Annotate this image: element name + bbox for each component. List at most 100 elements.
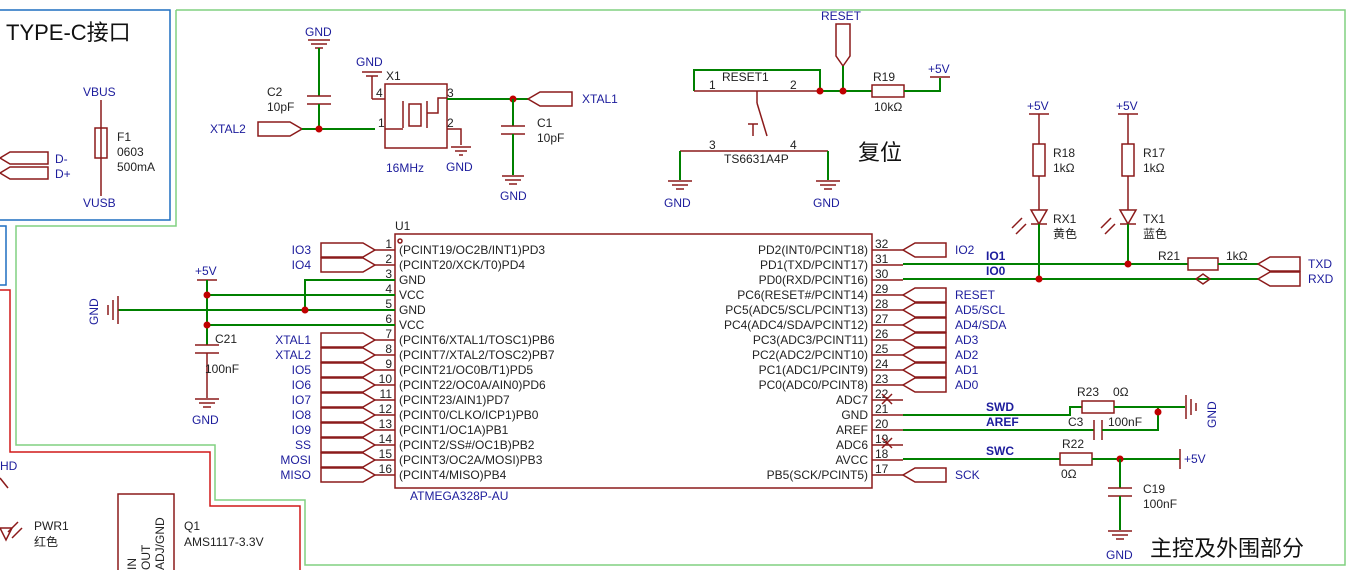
u1-left-net-port bbox=[320, 257, 377, 273]
reset-port-label: RESET bbox=[821, 9, 862, 23]
r19-body bbox=[871, 84, 905, 98]
dminus-port bbox=[0, 151, 49, 165]
u1-right-pin-name: ADC7 bbox=[836, 393, 868, 407]
c1-value: 10pF bbox=[537, 131, 564, 145]
u1-left-pin-number: 3 bbox=[385, 267, 392, 281]
u1-left-pin-name: (PCINT21/OC0B/T1)PD5 bbox=[399, 363, 533, 377]
junction-xtal2 bbox=[315, 125, 323, 133]
io0-net-label: IO0 bbox=[986, 264, 1006, 278]
u1-left-pin-name: VCC bbox=[399, 318, 425, 332]
u1-right-pin-number: 26 bbox=[875, 327, 889, 341]
u1-left-pin-name: (PCINT0/CLKO/ICP1)PB0 bbox=[399, 408, 539, 422]
u1-left-pin-number: 6 bbox=[385, 312, 392, 326]
gnd-pin3-wire bbox=[304, 279, 395, 310]
c1-gnd-label: GND bbox=[500, 189, 527, 203]
u1-right-pin-number: 18 bbox=[875, 447, 889, 461]
dplus-label: D+ bbox=[55, 167, 71, 181]
u1-right-pin-name: PC1(ADC1/PCINT9) bbox=[759, 363, 868, 377]
nc-adc6-b bbox=[881, 437, 893, 449]
q1-pin-adj: ADJ/GND bbox=[153, 517, 167, 570]
u1-right-net-label: AD5/SCL bbox=[955, 303, 1005, 317]
u1-left-pin-name: (PCINT7/XTAL2/TOSC2)PB7 bbox=[399, 348, 555, 362]
u1-left-net-label: IO9 bbox=[292, 423, 312, 437]
u1-right-pin-name: PC0(ADC0/PCINT8) bbox=[759, 378, 868, 392]
u1-left-net-label: MISO bbox=[280, 468, 311, 482]
rxd-label: RXD bbox=[1308, 272, 1334, 286]
u1-right-pin-name: PD0(RXD/PCINT16) bbox=[759, 273, 868, 287]
u1-right-pin-name: AVCC bbox=[836, 453, 869, 467]
u1-left-pin-number: 11 bbox=[380, 387, 393, 401]
rxd-port bbox=[1256, 271, 1301, 287]
u1-left-net-port bbox=[320, 242, 377, 258]
c19-name: C19 bbox=[1143, 482, 1165, 496]
u1-left-net-label: IO4 bbox=[292, 258, 312, 272]
u1-right-pin-name: PC6(RESET#/PCINT14) bbox=[737, 288, 868, 302]
reset1-pin1: 1 bbox=[709, 78, 716, 92]
fuse-value: 500mA bbox=[117, 160, 155, 174]
u1-left-pin-number: 12 bbox=[379, 402, 393, 416]
u1-left-pin-name: (PCINT4/MISO)PB4 bbox=[399, 468, 507, 482]
c1-name: C1 bbox=[537, 116, 553, 130]
u1-left-pin-number: 7 bbox=[385, 327, 392, 341]
u1-left-pin-name: GND bbox=[399, 273, 426, 287]
u1-left-net-port bbox=[320, 452, 377, 468]
x1-gnd2-label: GND bbox=[446, 160, 473, 174]
u1-left-pin-name: GND bbox=[399, 303, 426, 317]
u1-left-net-label: XTAL2 bbox=[275, 348, 311, 362]
u1-right-net-label: IO2 bbox=[955, 243, 975, 257]
junction-gnd bbox=[301, 306, 309, 314]
u1-right-pin-number: 27 bbox=[875, 312, 889, 326]
q1-part: AMS1117-3.3V bbox=[184, 535, 264, 549]
u1-right-pin-number: 23 bbox=[875, 372, 889, 386]
u1-left-pin-name: (PCINT1/OC1A)PB1 bbox=[399, 423, 509, 437]
u1-left-pin-number: 15 bbox=[379, 447, 393, 461]
u1-left-net-port bbox=[320, 407, 377, 423]
c3-name: C3 bbox=[1068, 415, 1084, 429]
u1-right-net-port bbox=[901, 377, 947, 393]
vusb-label: VUSB bbox=[83, 196, 116, 210]
u1-right-net-port bbox=[901, 302, 947, 318]
u1-left-pin-name: VCC bbox=[399, 288, 425, 302]
tx1-color: 蓝色 bbox=[1143, 227, 1167, 241]
reset1-pin2: 2 bbox=[790, 78, 797, 92]
u1-left-net-port bbox=[320, 437, 377, 453]
vbus-label: VBUS bbox=[83, 85, 116, 99]
swd-net-label: SWD bbox=[986, 400, 1014, 414]
u1-left-pin-name: (PCINT3/OC2A/MOSI)PB3 bbox=[399, 453, 543, 467]
u1-left-net-label: SS bbox=[295, 438, 311, 452]
u1-right-net-port bbox=[901, 362, 947, 378]
u1-left-pin-number: 13 bbox=[379, 417, 393, 431]
u1-right-pin-name: PD1(TXD/PCINT17) bbox=[760, 258, 868, 272]
r21-value: 1kΩ bbox=[1226, 249, 1248, 263]
u1-right-net-label: RESET bbox=[955, 288, 996, 302]
r18-value: 1kΩ bbox=[1053, 161, 1075, 175]
u1-left-net-port bbox=[320, 332, 377, 348]
u1-left-net-port bbox=[320, 422, 377, 438]
xtal1-port-label: XTAL1 bbox=[582, 92, 618, 106]
u1-left-pin-name: (PCINT2/SS#/OC1B)PB2 bbox=[399, 438, 535, 452]
u1-left-pin-number: 8 bbox=[385, 342, 392, 356]
u1-left-pin-name: (PCINT6/XTAL1/TOSC1)PB6 bbox=[399, 333, 555, 347]
rx1-color: 黄色 bbox=[1053, 227, 1077, 241]
tx1-arrow1 bbox=[1100, 217, 1112, 229]
r19-name: R19 bbox=[873, 70, 895, 84]
u1-left-pin-number: 5 bbox=[385, 297, 392, 311]
u1-left-pin-number: 4 bbox=[385, 282, 392, 296]
typec-region-border bbox=[0, 9, 171, 221]
u1-left-pin-number: 16 bbox=[379, 462, 393, 476]
reset-port bbox=[835, 23, 851, 68]
u1-pin1-marker bbox=[397, 238, 403, 244]
rx1-name: RX1 bbox=[1053, 212, 1077, 226]
u1-left-net-port bbox=[320, 362, 377, 378]
r23-body bbox=[1081, 400, 1115, 414]
u1-right-pin-name: PC2(ADC2/PCINT10) bbox=[752, 348, 868, 362]
u1-left-pins: 1(PCINT19/OC2B/INT1)PD3IO32(PCINT20/XCK/… bbox=[275, 237, 555, 483]
u1-right-pin-number: 32 bbox=[875, 237, 889, 251]
u1-left-pin-number: 10 bbox=[379, 372, 393, 386]
reset1-name: RESET1 bbox=[722, 70, 769, 84]
hd-lead bbox=[0, 477, 9, 489]
c2-value: 10pF bbox=[267, 100, 294, 114]
u1-left-pin-name: (PCINT23/AIN1)PD7 bbox=[399, 393, 510, 407]
io0-crossing-mark bbox=[1194, 273, 1212, 285]
c2-name: C2 bbox=[267, 85, 283, 99]
